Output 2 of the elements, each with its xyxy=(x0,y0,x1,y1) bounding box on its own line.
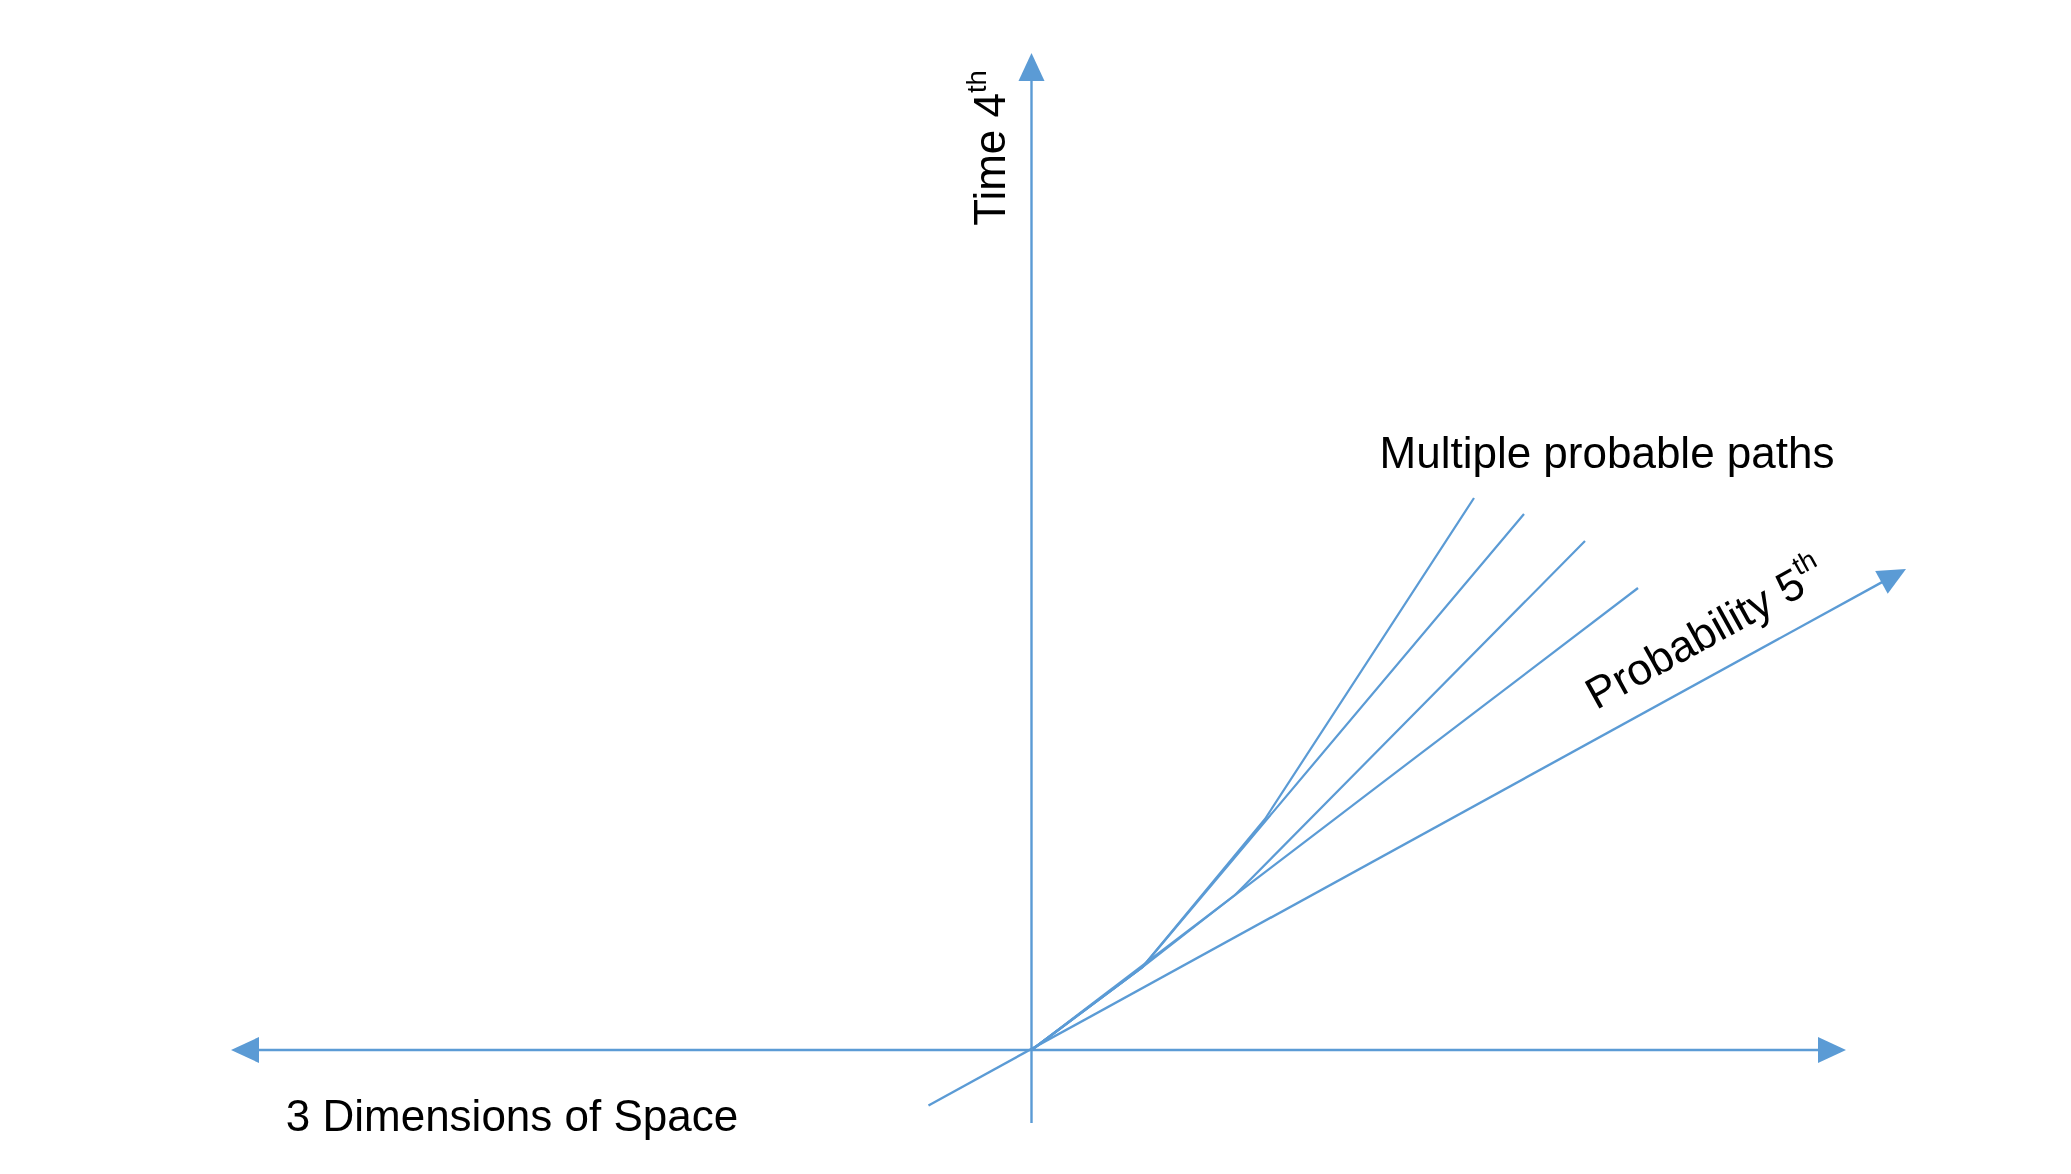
annotation-text: Multiple probable paths xyxy=(1379,428,1835,478)
axis-label: 3 Dimensions of Space xyxy=(285,1091,739,1141)
